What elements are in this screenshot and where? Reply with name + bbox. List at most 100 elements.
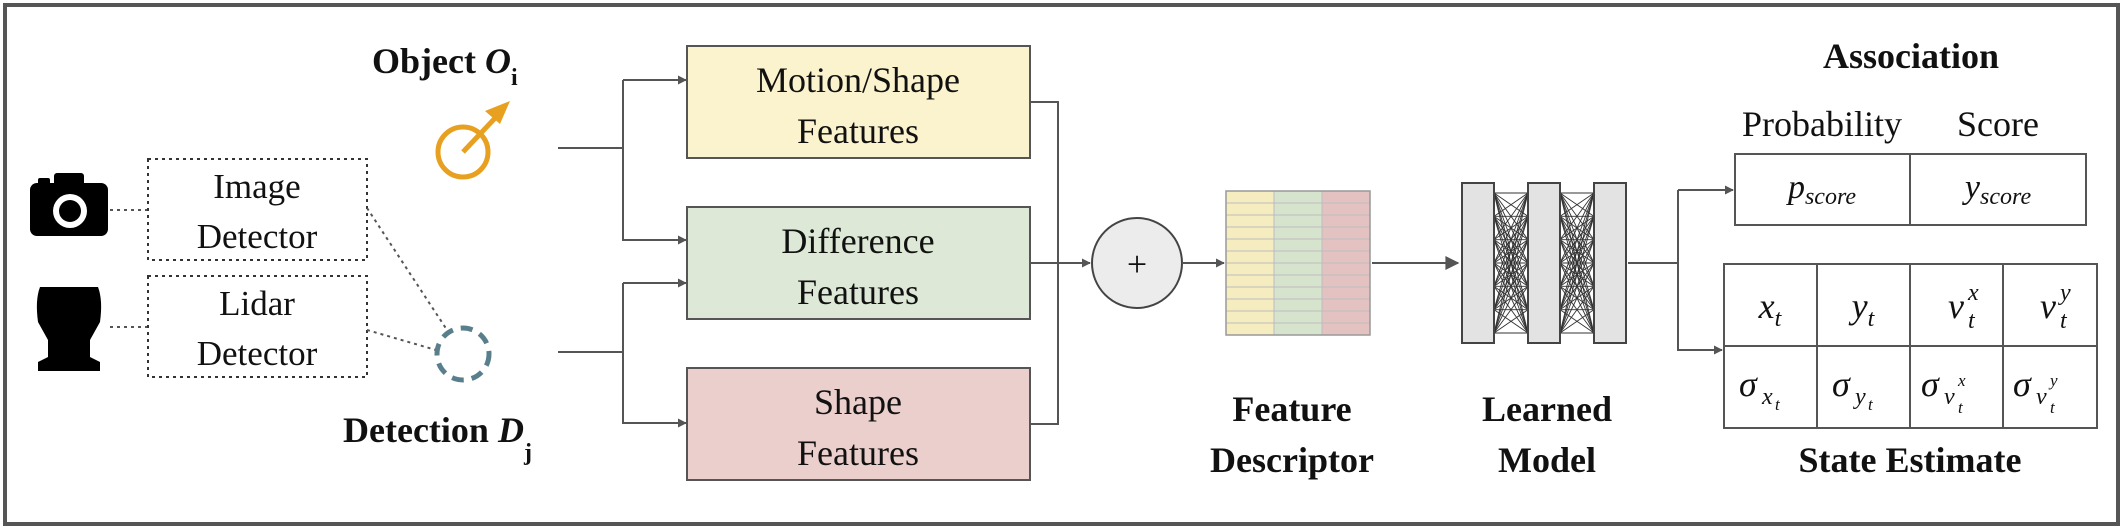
svg-text:t: t	[1775, 395, 1781, 414]
svg-text:x: x	[1967, 280, 1979, 306]
svg-text:σ: σ	[2013, 364, 2032, 404]
network-edge	[1493, 216, 1529, 334]
difference-label-1: Difference	[781, 221, 934, 261]
descriptor-cell	[1321, 226, 1371, 240]
descriptor-cell	[1273, 190, 1323, 204]
descriptor-cell	[1225, 202, 1275, 216]
descriptor-cell	[1273, 262, 1323, 276]
descriptor-cell	[1321, 202, 1371, 216]
detection-label: Detection Dj	[343, 410, 532, 466]
network-edge	[1493, 192, 1529, 264]
descriptor-cell	[1225, 190, 1275, 204]
svg-text:σ: σ	[1921, 364, 1940, 404]
state-cell-x: xt	[1758, 286, 1783, 332]
state-cell-vx: v x t	[1948, 280, 1979, 334]
descriptor-cell	[1321, 286, 1371, 300]
descriptor-cell	[1225, 214, 1275, 228]
svg-text:v: v	[1948, 286, 1964, 326]
descriptor-cell	[1273, 310, 1323, 324]
svg-text:y: y	[2048, 371, 2058, 390]
outer-frame	[3, 3, 2120, 526]
svg-text:σ: σ	[1739, 364, 1758, 404]
network-edge	[1493, 192, 1529, 217]
descriptor-cell	[1321, 238, 1371, 252]
network-edge	[1559, 286, 1595, 334]
learned-model-network	[1461, 182, 1627, 344]
descriptor-cell	[1225, 274, 1275, 288]
image-detector-label-2: Detector	[197, 217, 318, 256]
svg-text:t: t	[2050, 398, 2056, 417]
motion-shape-label-2: Features	[797, 111, 919, 151]
descriptor-cell	[1273, 238, 1323, 252]
detection-icon	[434, 325, 492, 383]
descriptor-cell	[1321, 250, 1371, 264]
network-edge	[1559, 309, 1595, 334]
descriptor-cell	[1225, 310, 1275, 324]
network-edge	[1493, 192, 1529, 240]
lidar-detector-label-2: Detector	[197, 334, 318, 373]
network-edge	[1559, 192, 1595, 264]
network-edge	[1559, 192, 1595, 217]
object-label: Object Oi	[372, 41, 518, 91]
svg-text:v: v	[2040, 286, 2056, 326]
network-edge	[1493, 262, 1529, 334]
camera-icon	[30, 173, 108, 236]
descriptor-cell	[1225, 322, 1275, 336]
descriptor-cell	[1273, 226, 1323, 240]
model-to-state-arrow	[1677, 263, 1723, 355]
shape-label-2: Features	[797, 433, 919, 473]
network-edge	[1493, 239, 1529, 334]
motion-to-combine-line	[1030, 101, 1059, 263]
image-detector-label-1: Image	[213, 167, 300, 206]
image-to-detection-link	[366, 207, 448, 331]
learned-model-label-1: Learned	[1482, 389, 1612, 429]
descriptor-cell	[1225, 262, 1275, 276]
network-edge	[1493, 286, 1529, 334]
svg-text:x: x	[1957, 371, 1966, 390]
shape-features-box: Shape Features	[686, 367, 1031, 481]
difference-features-box: Difference Features	[686, 206, 1031, 320]
svg-text:t: t	[1868, 395, 1874, 414]
lidar-detector-box	[147, 275, 368, 378]
svg-text:v: v	[1944, 384, 1955, 410]
descriptor-cell	[1321, 190, 1371, 204]
network-layer	[1527, 182, 1561, 344]
state-cell-sigma-x: σ x t	[1739, 364, 1781, 414]
image-detector-box	[147, 158, 368, 261]
svg-text:x: x	[1761, 384, 1773, 410]
feature-descriptor-label-2: Descriptor	[1210, 440, 1374, 480]
descriptor-cell	[1225, 298, 1275, 312]
descriptor-cell	[1273, 298, 1323, 312]
object-to-difference-arrow	[622, 148, 687, 245]
motion-shape-label-1: Motion/Shape	[756, 60, 960, 100]
network-layer	[1461, 182, 1495, 344]
svg-text:σ: σ	[1832, 364, 1851, 404]
lidar-icon	[36, 287, 102, 371]
lidar-to-detection-link	[366, 329, 437, 351]
descriptor-cell	[1321, 274, 1371, 288]
descriptor-cell	[1273, 322, 1323, 336]
descriptor-cell	[1321, 310, 1371, 324]
shape-label-1: Shape	[814, 382, 902, 422]
network-edge	[1559, 239, 1595, 334]
combine-symbol: +	[1127, 244, 1147, 284]
lidar-detector-label-1: Lidar	[219, 284, 295, 323]
state-estimate-title: State Estimate	[1799, 440, 2022, 480]
state-cell-y: yt	[1849, 286, 1876, 332]
network-edge	[1493, 309, 1529, 334]
network-edge	[1559, 216, 1595, 334]
shape-to-combine-line	[1030, 263, 1059, 425]
svg-text:t: t	[2060, 308, 2068, 334]
detection-branch-line	[558, 283, 624, 353]
network-edge	[1559, 192, 1595, 240]
network-edge	[1493, 192, 1529, 287]
association-title: Association	[1823, 36, 1999, 76]
descriptor-cell	[1225, 226, 1275, 240]
descriptor-cell	[1273, 286, 1323, 300]
svg-text:y: y	[1853, 384, 1866, 410]
svg-text:v: v	[2036, 384, 2047, 410]
association-col-score: Score	[1957, 104, 2039, 144]
descriptor-cell	[1321, 214, 1371, 228]
network-edge	[1493, 192, 1529, 334]
